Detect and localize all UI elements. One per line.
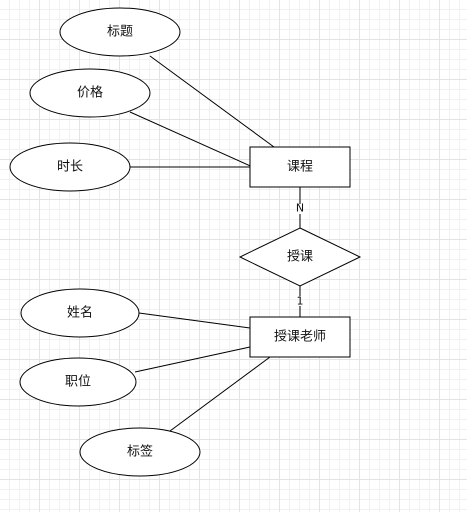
connector-lines	[129, 55, 301, 432]
attribute-duration-shape	[9, 142, 131, 192]
entity-course-label: 课程	[287, 160, 313, 175]
entity-course[interactable]: 课程	[249, 146, 351, 188]
attribute-name-label: 姓名	[67, 305, 93, 321]
attribute-tag-shape	[79, 427, 201, 477]
attribute-duration[interactable]: 时长	[9, 142, 131, 192]
cardinality-teacher-side: 1	[297, 295, 304, 308]
entity-teacher-shape	[249, 316, 351, 358]
entity-course-shape	[249, 146, 351, 188]
relationship-teaches-shape	[238, 227, 362, 287]
attribute-title-label: 标题	[107, 25, 133, 40]
attribute-position[interactable]: 职位	[19, 357, 137, 407]
attribute-price[interactable]: 价格	[29, 68, 151, 118]
line-position-teacher	[134, 346, 251, 373]
line-tag-teacher	[169, 356, 271, 432]
entity-teacher-label: 授课老师	[274, 330, 326, 345]
attribute-tag[interactable]: 标签	[79, 427, 201, 477]
attribute-position-label: 职位	[65, 375, 91, 390]
attribute-name-shape	[20, 288, 140, 338]
attribute-name[interactable]: 姓名	[20, 288, 140, 338]
line-name-teacher	[138, 312, 251, 329]
line-price-course	[129, 111, 256, 169]
attribute-title[interactable]: 标题	[59, 7, 181, 57]
cardinality-course-side: N	[296, 202, 304, 215]
attribute-duration-label: 时长	[57, 160, 83, 175]
attribute-tag-label: 标签	[127, 444, 153, 460]
relationship-teaches-label: 授课	[287, 250, 313, 265]
entity-teacher[interactable]: 授课老师	[249, 316, 351, 358]
attribute-title-shape	[59, 7, 181, 57]
attribute-price-label: 价格	[77, 85, 103, 101]
line-title-course	[149, 55, 275, 148]
attribute-price-shape	[29, 68, 151, 118]
attribute-position-shape	[19, 357, 137, 407]
relationship-teaches[interactable]: 授课	[238, 227, 362, 287]
